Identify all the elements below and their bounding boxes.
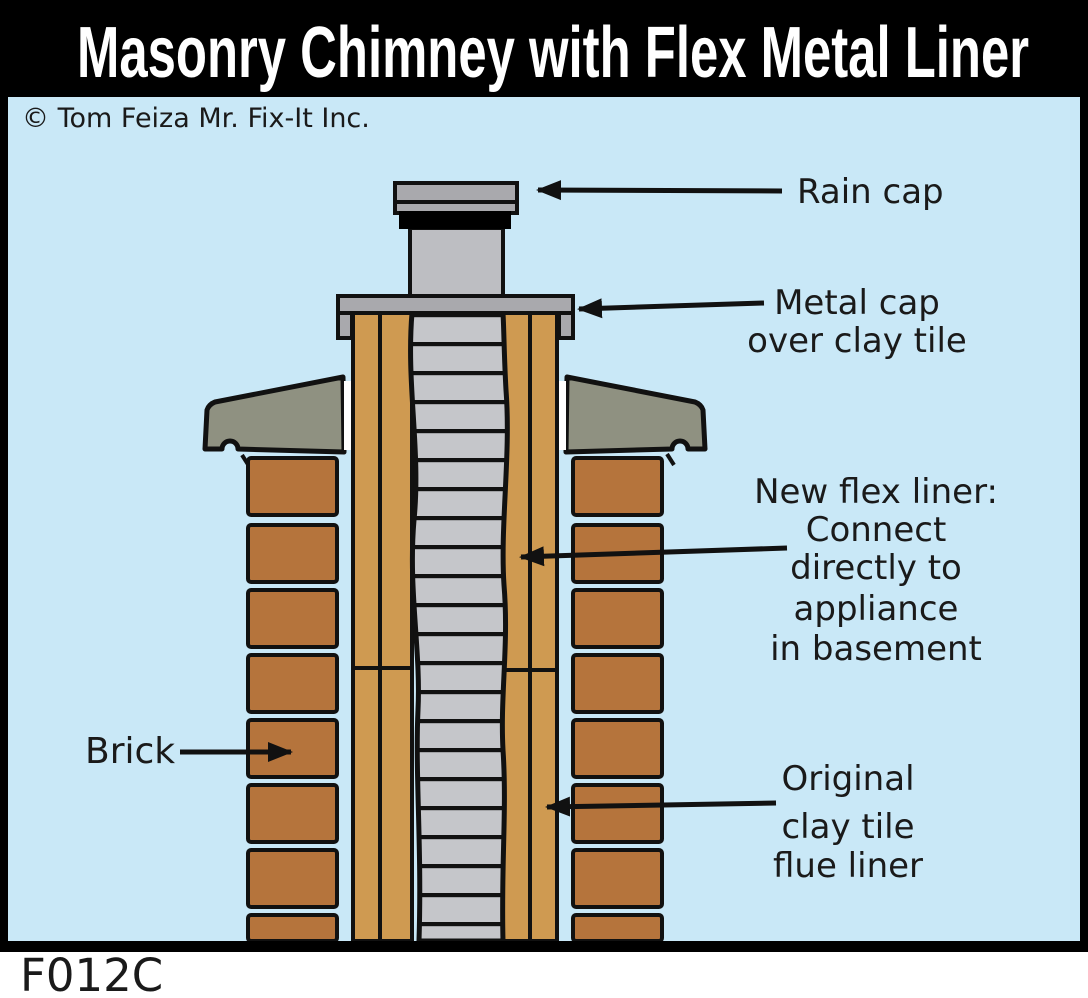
page-title: Masonry Chimney with Flex Metal Liner (77, 13, 1029, 93)
brick (571, 848, 664, 909)
metal-cap-label: Metal cap over clay tile (747, 283, 967, 361)
svg-text:directly to: directly to (790, 548, 962, 588)
svg-text:over clay tile: over clay tile (747, 321, 967, 361)
chimney-crown (202, 374, 708, 468)
diagram-frame (0, 0, 1088, 952)
brick (571, 913, 664, 943)
svg-text:Connect: Connect (806, 510, 947, 550)
gap-sliver-right (559, 381, 566, 450)
brick (246, 718, 339, 779)
metal-cap-flange-left (336, 311, 354, 340)
flex-metal-liner (408, 310, 510, 944)
brick-label: Brick (85, 731, 175, 772)
brick (246, 783, 339, 844)
flex-liner-label: New flex liner: Connect directly to appl… (754, 472, 998, 669)
svg-text:New flex liner:: New flex liner: (754, 472, 998, 512)
metal-cap-plate (336, 294, 575, 315)
brick (571, 653, 664, 714)
svg-text:Metal cap: Metal cap (774, 283, 940, 323)
gap-sliver-left (344, 381, 351, 450)
svg-text:in basement: in basement (770, 629, 982, 669)
brick (246, 653, 339, 714)
copyright-notice: © Tom Feiza Mr. Fix-It Inc. (22, 103, 370, 134)
crown-drip-tick-right (665, 452, 676, 467)
brick (571, 456, 664, 517)
brick (246, 523, 339, 584)
clay-tile-arrow (545, 796, 777, 817)
brick (246, 588, 339, 649)
svg-text:clay tile: clay tile (781, 807, 914, 847)
chimney-illustration (202, 181, 708, 944)
brick (571, 718, 664, 779)
rain-cap-arrow (536, 180, 783, 201)
brick-column-left (246, 456, 339, 943)
rain-cap-top (393, 181, 519, 215)
rain-cap-assembly (393, 181, 519, 229)
figure-code: F012C (20, 949, 163, 998)
clay-tile-left-wall (351, 311, 414, 943)
frame-left (0, 0, 8, 952)
brick-column-right (571, 456, 664, 943)
clay-tile-label: Original clay tile flue liner (773, 759, 923, 886)
frame-bottom (0, 941, 1088, 952)
frame-right (1080, 0, 1088, 952)
crown-tile-gaps (344, 381, 566, 450)
crown-right (563, 374, 708, 455)
metal-cap-arrow (577, 298, 765, 319)
flex-liner-arrow (519, 545, 788, 567)
svg-text:appliance: appliance (794, 589, 959, 629)
svg-text:Original: Original (781, 759, 914, 799)
rain-cap-opening (399, 211, 511, 229)
liner-collar (408, 226, 505, 302)
diagram-labels: © Tom Feiza Mr. Fix-It Inc. Rain cap Met… (20, 103, 998, 998)
svg-text:flue liner: flue liner (773, 846, 923, 886)
rain-cap-label: Rain cap (797, 172, 944, 212)
brick (571, 783, 664, 844)
title-bar (0, 0, 1088, 97)
brick (246, 456, 339, 517)
brick (571, 588, 664, 649)
brick (246, 848, 339, 909)
leader-arrows (180, 180, 788, 817)
metal-cap-flange-right (557, 311, 575, 340)
metal-cap (336, 294, 575, 340)
brick (246, 913, 339, 943)
crown-left (202, 374, 347, 455)
